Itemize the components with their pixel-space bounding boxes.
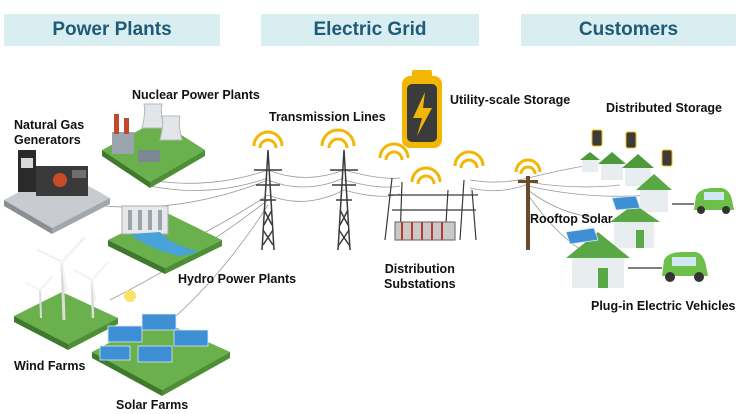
label-solar-farms: Solar Farms <box>116 398 189 412</box>
label-distributed-storage: Distributed Storage <box>606 101 722 115</box>
label-utility-scale-storage: Utility-scale Storage <box>450 93 571 107</box>
header-electric-grid-text: Electric Grid <box>313 19 427 40</box>
nuclear-plant-icon <box>102 103 205 188</box>
houses-icon <box>565 152 672 288</box>
solar-farm-icon <box>92 313 230 396</box>
transmission-tower-2-icon <box>330 149 358 251</box>
utility-pole-icon <box>518 176 538 250</box>
distributed-storage-icons <box>591 129 673 167</box>
header-electric-grid: Electric Grid <box>261 14 479 46</box>
electric-vehicle-2-icon <box>628 252 708 282</box>
substation-icon <box>384 177 478 241</box>
header-customers-text: Customers <box>578 19 679 40</box>
utility-storage-battery-icon <box>402 70 442 148</box>
label-transmission-lines: Transmission Lines <box>269 110 386 124</box>
sun-icon <box>124 290 136 302</box>
label-natural-gas-generators: Natural Gas Generators <box>14 118 85 147</box>
header-power-plants: Power Plants <box>4 14 220 46</box>
label-plug-in-electric-vehicles: Plug-in Electric Vehicles <box>591 299 736 313</box>
wind-farm-icon <box>14 236 136 350</box>
electric-vehicle-1-icon <box>672 188 734 214</box>
label-distribution-substations: Distribution Substations <box>384 262 456 291</box>
hydro-plant-icon <box>108 205 222 274</box>
header-power-plants-text: Power Plants <box>52 19 172 40</box>
label-nuclear-power-plants: Nuclear Power Plants <box>132 88 260 102</box>
header-customers: Customers <box>521 14 736 46</box>
label-hydro-power-plants: Hydro Power Plants <box>178 272 297 286</box>
gas-generator-icon <box>4 150 110 234</box>
label-rooftop-solar: Rooftop Solar <box>530 212 613 226</box>
label-wind-farms: Wind Farms <box>14 359 86 373</box>
signal-icons <box>252 128 542 185</box>
transmission-tower-1-icon <box>254 149 282 251</box>
